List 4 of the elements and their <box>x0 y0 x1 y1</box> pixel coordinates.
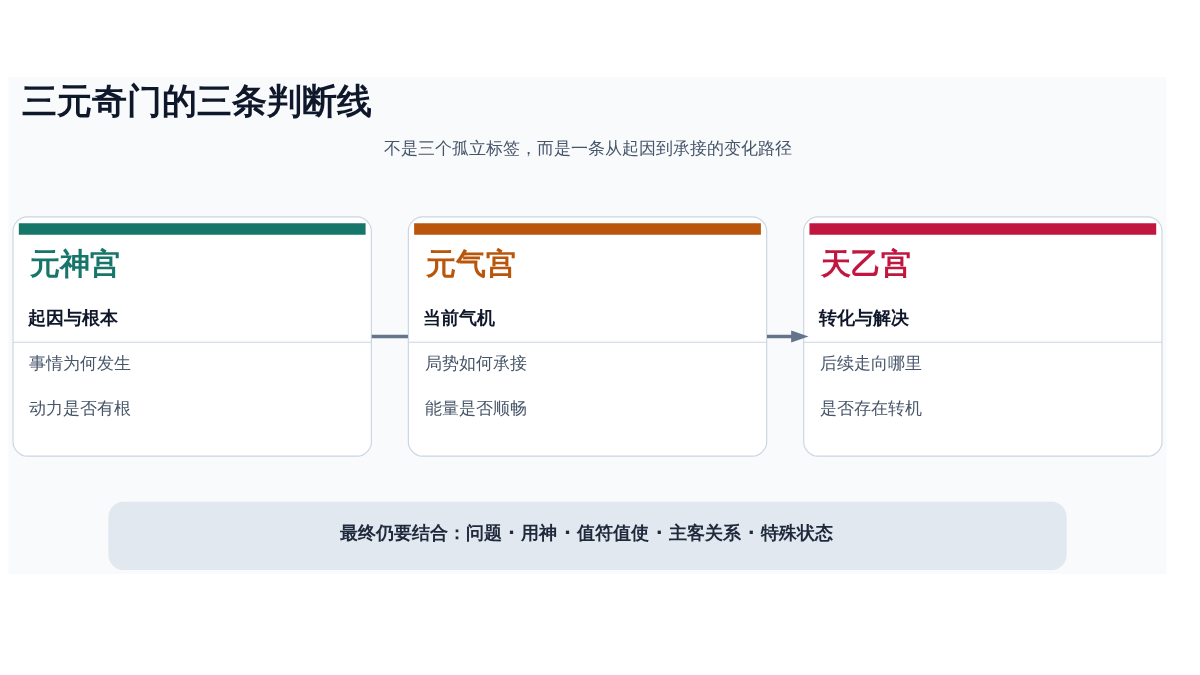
arrow <box>767 329 809 343</box>
connector <box>371 334 408 338</box>
diagram-title: 三元奇门的三条判断线 <box>22 80 373 121</box>
label: 不是三个孤立标签，而是一条从起因到承接的变化路径 <box>383 137 792 158</box>
